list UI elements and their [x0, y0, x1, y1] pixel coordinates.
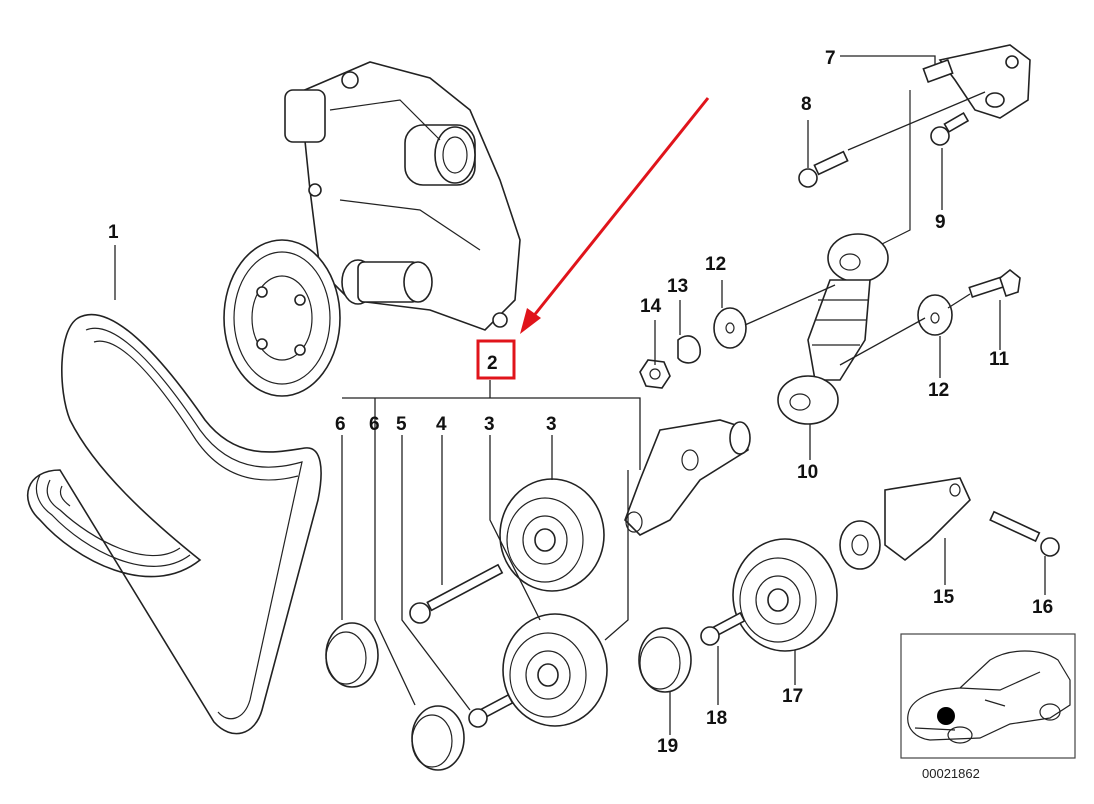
bolt-11[interactable]	[947, 268, 1021, 309]
label-1: 1	[108, 222, 119, 243]
bolt-4[interactable]	[409, 563, 504, 624]
label-14: 14	[640, 296, 662, 317]
cap-6b[interactable]	[411, 705, 465, 771]
red-arrow-icon	[520, 97, 710, 334]
bolt-18[interactable]	[700, 611, 746, 646]
drive-belt[interactable]	[26, 313, 322, 735]
nut-14[interactable]	[639, 359, 671, 389]
bolt-9[interactable]	[930, 111, 970, 146]
reference-number: 00021862	[922, 766, 980, 781]
tensioner-damper[interactable]	[777, 233, 889, 425]
label-9: 9	[935, 212, 946, 233]
label-3b: 3	[546, 414, 557, 435]
label-12b: 12	[928, 380, 949, 401]
label-10: 10	[797, 462, 818, 483]
cap-6a[interactable]	[325, 622, 379, 688]
part-labels: 1 6 6 5 4 3 3 7 8 9 12 13 14 11 12 10 15…	[108, 48, 1053, 757]
label-17: 17	[782, 686, 803, 707]
label-19: 19	[657, 736, 678, 757]
label-12a: 12	[705, 254, 726, 275]
car-location-inset: 00021862	[900, 633, 1076, 781]
bolt-8[interactable]	[798, 91, 986, 188]
bolt-5[interactable]	[468, 693, 514, 728]
label-6a: 6	[335, 414, 346, 435]
car-location-icon	[907, 650, 1071, 744]
label-5: 5	[396, 414, 407, 435]
label-2: 2	[487, 353, 498, 374]
mounting-bracket[interactable]	[879, 44, 1031, 246]
label-13: 13	[667, 276, 688, 297]
pulley-17[interactable]	[732, 538, 838, 652]
tensioner-arm[interactable]	[624, 419, 751, 536]
label-16: 16	[1032, 597, 1053, 618]
bracket-15[interactable]	[839, 477, 971, 570]
label-6b: 6	[369, 414, 380, 435]
idler-pulley-lower[interactable]	[502, 613, 608, 727]
label-8: 8	[801, 94, 812, 115]
label-3a: 3	[484, 414, 495, 435]
water-pump[interactable]	[223, 61, 521, 397]
label-18: 18	[706, 708, 727, 729]
label-4: 4	[436, 414, 447, 435]
leader-lines	[114, 55, 1046, 735]
cap-19[interactable]	[638, 627, 692, 693]
spring-washer-13[interactable]	[677, 335, 701, 364]
label-15: 15	[933, 587, 955, 608]
highlight-box	[476, 339, 516, 380]
label-11: 11	[989, 349, 1010, 370]
bolt-16[interactable]	[989, 510, 1060, 557]
label-7: 7	[825, 48, 836, 69]
highlighted-part-2[interactable]: 2	[476, 339, 516, 380]
washer-12b[interactable]	[839, 294, 953, 366]
idler-pulley-upper[interactable]	[499, 478, 605, 592]
washer-12a[interactable]	[713, 284, 836, 349]
